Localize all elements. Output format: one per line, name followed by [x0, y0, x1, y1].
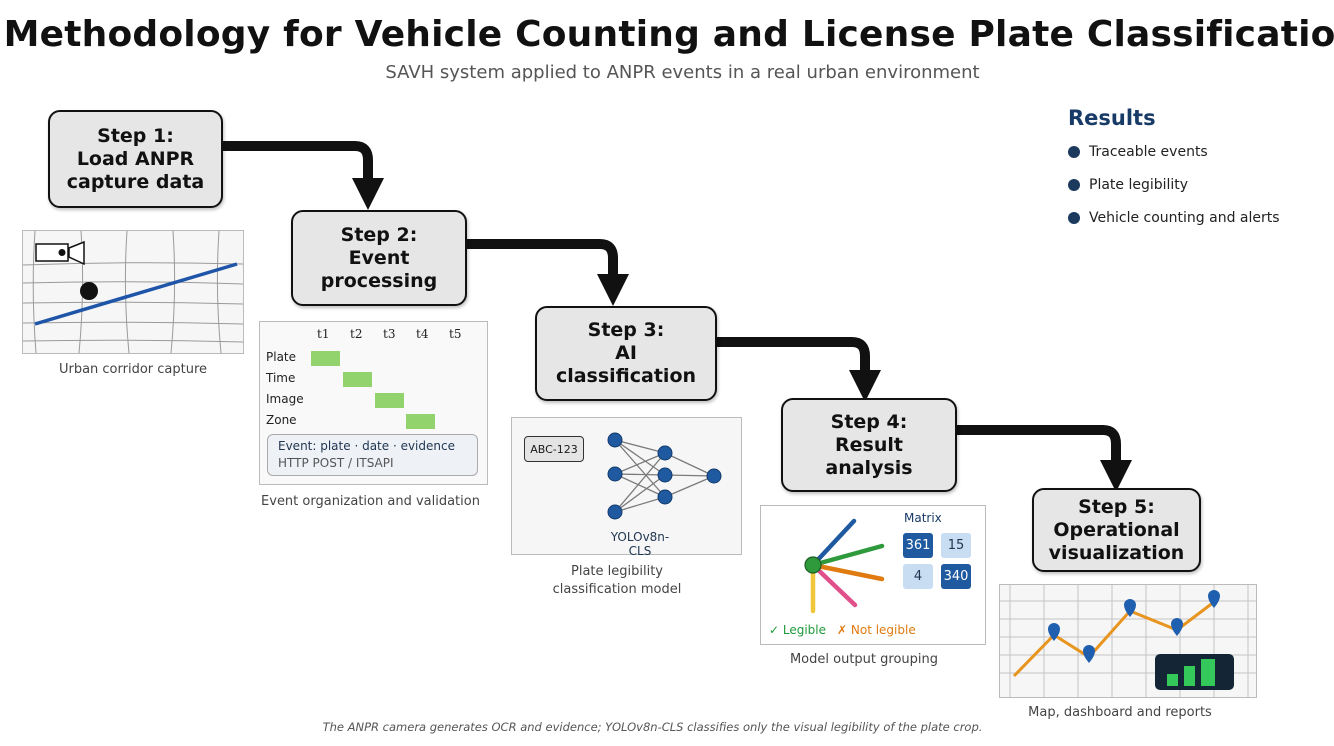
matrix-label: Matrix	[904, 511, 942, 525]
result-label-events: Traceable events	[1089, 144, 1208, 160]
output-fan-diagram	[804, 518, 885, 614]
matrix-cell-fp: 15	[941, 533, 971, 558]
result-item-events: Traceable events	[1068, 144, 1208, 160]
row-label-time: Time	[266, 371, 296, 385]
step-2-title-line1: Event	[348, 246, 410, 269]
time-label-t1: t1	[317, 327, 330, 341]
step-1-number: Step 1:	[97, 124, 174, 147]
step-3-title-line2: classification	[555, 365, 697, 387]
step-1-title-line2: capture data	[66, 170, 205, 193]
step-1-title-line1: Load ANPR	[76, 147, 195, 170]
visualization-caption: Map, dashboard and reports	[1028, 705, 1212, 720]
step-5-box: Step 5: Operational visualization	[1032, 488, 1201, 572]
time-label-t4: t4	[416, 327, 429, 341]
neural-network-diagram	[607, 432, 722, 520]
plate-crop: ABC-123	[524, 436, 584, 462]
timeline-bar-time	[343, 372, 372, 387]
event-record-box: Event: plate · date · evidence HTTP POST…	[267, 434, 478, 476]
bullet-icon	[1068, 212, 1080, 224]
result-item-counting: Vehicle counting and alerts	[1068, 210, 1280, 226]
model-caption-line2: classification model	[552, 582, 682, 597]
event-record-transport: HTTP POST / ITSAPI	[278, 456, 394, 470]
step-4-title-line2: analysis	[825, 456, 913, 479]
step-5-title-line1: Operational	[1053, 518, 1180, 541]
row-label-plate: Plate	[266, 350, 297, 364]
step-4-title-line1: Result	[835, 433, 903, 456]
event-record-fields: Event: plate · date · evidence	[278, 439, 455, 453]
arrow-step4-step5	[955, 425, 1133, 493]
arrow-step2-step3	[466, 239, 630, 307]
matrix-cell-fn: 4	[903, 564, 933, 589]
matrix-cell-tn: 340	[941, 564, 971, 589]
result-item-legibility: Plate legibility	[1068, 177, 1188, 193]
camera-icon	[35, 243, 69, 262]
row-label-image: Image	[266, 392, 304, 406]
step-4-box: Step 4: Result analysis	[781, 398, 957, 492]
step-3-number: Step 3:	[587, 319, 665, 341]
footnote: The ANPR camera generates OCR and eviden…	[322, 720, 983, 734]
arrow-step1-step2	[222, 141, 385, 211]
capture-caption: Urban corridor capture	[58, 362, 208, 377]
timeline-bar-plate	[311, 351, 340, 366]
step-3-box: Step 3: AI classification	[535, 306, 717, 401]
step-3-title-line1: AI	[615, 342, 637, 364]
page-subtitle: SAVH system applied to ANPR events in a …	[385, 62, 980, 83]
legend-not-legible: ✗ Not legible	[837, 623, 916, 637]
output-node	[804, 556, 822, 574]
time-label-t2: t2	[350, 327, 363, 341]
grouping-caption: Model output grouping	[789, 652, 939, 667]
corridor-line	[34, 262, 238, 326]
step-5-title-line2: visualization	[1048, 541, 1185, 564]
visualization-panel	[999, 584, 1257, 698]
step-5-number: Step 5:	[1078, 495, 1155, 518]
vehicle-marker	[80, 282, 98, 300]
step-2-box: Step 2: Event processing	[291, 210, 467, 306]
trend-line	[1012, 600, 1215, 678]
corridor-sketch	[23, 231, 243, 353]
capture-panel	[22, 230, 244, 354]
step-2-title-line2: processing	[320, 269, 438, 292]
model-caption-line1: Plate legibility	[571, 564, 663, 579]
dashboard-bars	[1167, 659, 1215, 686]
result-label-legibility: Plate legibility	[1089, 177, 1189, 193]
step-1-box: Step 1: Load ANPR capture data	[48, 110, 223, 208]
result-label-counting: Vehicle counting and alerts	[1089, 210, 1280, 226]
timeline-bar-image	[375, 393, 404, 408]
bullet-icon	[1068, 146, 1080, 158]
legend-legible: ✓ Legible	[769, 623, 827, 637]
location-pins	[1048, 590, 1220, 663]
timeline-bar-zone	[406, 414, 435, 429]
matrix-cell-tp: 361	[903, 533, 933, 558]
map-dashboard-sketch	[1000, 585, 1256, 697]
step-2-number: Step 2:	[340, 223, 418, 246]
time-label-t5: t5	[449, 327, 462, 341]
model-caption: Plate legibility classification model	[511, 563, 723, 599]
arrow-step3-step4	[716, 337, 882, 403]
bullet-icon	[1068, 179, 1080, 191]
step-4-number: Step 4:	[830, 410, 908, 433]
event-caption: Event organization and validation	[261, 494, 480, 509]
time-label-t3: t3	[383, 327, 396, 341]
model-name-label: YOLOv8n-CLS	[610, 530, 670, 558]
row-label-zone: Zone	[266, 413, 297, 427]
page-title: Methodology for Vehicle Counting and Lic…	[3, 14, 1334, 55]
results-heading: Results	[1068, 106, 1156, 130]
